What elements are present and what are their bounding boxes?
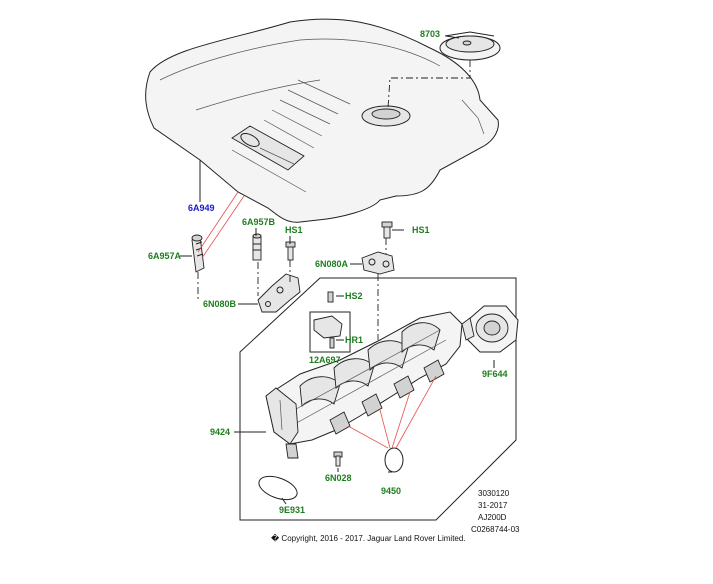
leader-red-9450-a xyxy=(347,425,389,449)
leader-red-9450-b xyxy=(379,409,391,449)
bolt-HS1-right xyxy=(381,221,393,239)
engine-cover xyxy=(145,18,499,223)
label-12A697: 12A697 xyxy=(309,355,341,365)
meta-line-2: 31-2017 xyxy=(478,501,508,510)
throttle-body-9F644 xyxy=(461,305,519,353)
label-8703: 8703 xyxy=(420,29,440,39)
label-HS2: HS2 xyxy=(345,291,363,301)
oil-filler-seal-8703 xyxy=(439,31,501,61)
cover-grommet-6A957A xyxy=(191,234,205,273)
label-6N028: 6N028 xyxy=(325,473,352,483)
label-HS1-right: HS1 xyxy=(412,225,430,235)
label-6N080B: 6N080B xyxy=(203,299,237,309)
label-HR1: HR1 xyxy=(345,335,363,345)
meta-line-3: AJ200D xyxy=(478,513,507,522)
label-9450: 9450 xyxy=(381,486,401,496)
bracket-6N080B xyxy=(257,273,301,313)
bolt-6N028 xyxy=(333,451,343,467)
label-6A957B: 6A957B xyxy=(242,217,276,227)
label-6A949: 6A949 xyxy=(188,203,215,213)
meta-line-1: 3030120 xyxy=(478,489,510,498)
label-9F644: 9F644 xyxy=(482,369,508,379)
sensor-box-12A697 xyxy=(309,291,351,353)
leader-red-9450-c xyxy=(391,391,411,449)
leader-red-2 xyxy=(201,195,245,259)
meta-line-4: C0268744-03 xyxy=(471,525,520,534)
bracket-6N080A xyxy=(361,251,395,275)
label-leaders xyxy=(180,160,495,505)
leader-red-9450-d xyxy=(395,375,437,449)
copyright: � Copyright, 2016 - 2017. Jaguar Land Ro… xyxy=(271,533,466,543)
leader-8703 xyxy=(445,35,460,39)
label-6N080A: 6N080A xyxy=(315,259,349,269)
label-9424: 9424 xyxy=(210,427,230,437)
manifold-group-frame xyxy=(239,277,517,521)
leader-red-1 xyxy=(197,191,239,253)
label-HS1-left: HS1 xyxy=(285,225,303,235)
bolt-HS1-left xyxy=(285,241,296,261)
label-9E931: 9E931 xyxy=(279,505,305,515)
intake-manifold-9424 xyxy=(265,311,463,459)
gasket-9450 xyxy=(384,447,404,473)
gasket-9E931 xyxy=(258,475,298,501)
cover-stud-6A957B xyxy=(252,233,262,261)
label-6A957A: 6A957A xyxy=(148,251,182,261)
